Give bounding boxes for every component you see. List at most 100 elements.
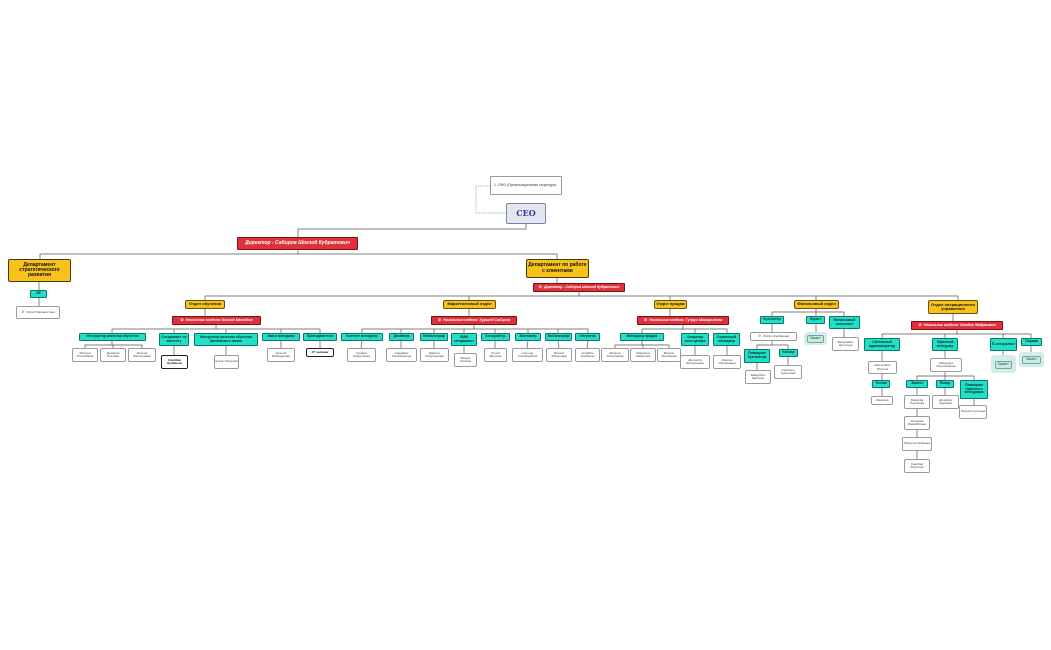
sales-role-service[interactable]: Сервисный менеджер xyxy=(713,333,740,346)
ops-employee[interactable]: Шахзиддин Юсупов xyxy=(868,361,897,374)
sales-role-callcenter[interactable]: Оператор колл-центра xyxy=(681,333,709,346)
pin-icon: ⊘ xyxy=(180,317,184,323)
operations-head[interactable]: ⊘Начальник отдела: Отабек Мадраимов xyxy=(911,321,1003,330)
strategy-employee[interactable]: ⊘Иский Машарипова xyxy=(16,306,60,319)
marketing-employee[interactable]: Шайхон Абдулхакова xyxy=(420,348,449,362)
finance-role-assistant-accountant[interactable]: Помощник бухгалтера xyxy=(744,349,770,363)
note-org-structure[interactable]: 1. ORG (Организационная структура) xyxy=(490,176,562,195)
ops-role-caretaker[interactable]: Завхоз xyxy=(906,380,928,388)
finance-employee[interactable]: Сабохат Турсунова xyxy=(774,365,802,379)
ceo-node[interactable]: CEO xyxy=(506,203,546,224)
dept-operations[interactable]: Отдел операционного управления xyxy=(928,300,978,314)
marketing-role[interactable]: Мобилограф xyxy=(545,333,572,341)
marketing-role[interactable]: SMM специалист xyxy=(451,333,477,346)
connector-line xyxy=(756,341,773,349)
sales-employee[interactable]: Дилшода Валиулаева xyxy=(680,355,710,369)
marketing-role[interactable]: Мобилограф xyxy=(420,333,448,341)
connector-line xyxy=(298,253,558,259)
training-role-content[interactable]: Специалист по контенту xyxy=(159,333,189,346)
ops-role-office-manager[interactable]: Офисный менеджер xyxy=(932,338,958,351)
training-employee[interactable]: Азиза Тахирова xyxy=(214,355,239,369)
finance-employee[interactable]: Бахромбек Арслонов xyxy=(832,337,859,351)
finance-employee[interactable]: Мамурбек Каримов xyxy=(745,370,771,384)
connector-line xyxy=(881,330,958,338)
ops-role-technician[interactable]: Техник xyxy=(872,380,890,388)
marketing-head[interactable]: ⊘Начальник отдела: Хуршед Сабиров xyxy=(431,316,517,325)
training-role-deputy[interactable]: Зам.и менеджер xyxy=(262,333,300,341)
ops-it-vacancy[interactable]: Вакант xyxy=(995,361,1012,369)
finance-role-cashier[interactable]: Кассир xyxy=(779,349,798,357)
dept-sales[interactable]: Отдел продаж xyxy=(654,300,687,309)
sales-role-manager[interactable]: Менеджер продаж xyxy=(620,333,664,341)
ops-employee[interactable]: Мамтура Касимдарова xyxy=(930,358,962,372)
finance-role-lawyer[interactable]: Юрист xyxy=(806,316,825,324)
marketing-role[interactable]: Дизайнер xyxy=(389,333,414,341)
marketing-role[interactable]: Оператор xyxy=(575,333,600,341)
dept-finance[interactable]: Финансовый отдел xyxy=(794,300,839,309)
ops-role-assistant-office-manager[interactable]: Помощник Офисного менеджера xyxy=(960,380,988,399)
dept-strategy[interactable]: Департамент стратегического развития xyxy=(8,259,71,282)
connector-line xyxy=(204,292,580,300)
sales-employee[interactable]: Хафиза Сандулаева xyxy=(713,355,741,369)
finance-head[interactable]: ⊘Юлдуз Курбанова xyxy=(750,332,797,341)
strategy-se-unit[interactable]: SE xyxy=(30,290,47,298)
ops-employee[interactable]: Насиба Султова xyxy=(959,405,987,419)
connector-line xyxy=(360,340,363,349)
sales-employee[interactable]: Маржона Камалова xyxy=(630,348,656,362)
sales-employee[interactable]: Малика Тохирбаева xyxy=(601,348,629,362)
training-role-teachers[interactable]: Преподаватели xyxy=(303,333,337,341)
finance-role-accountant[interactable]: Бухгалтер xyxy=(760,316,784,324)
training-employee[interactable]: Саидбек Курбанов xyxy=(161,355,188,369)
training-employee[interactable]: Дилфуза Рузиева xyxy=(100,348,126,362)
connector-line xyxy=(579,295,959,300)
connector-line xyxy=(39,250,299,259)
dept-marketing[interactable]: Маркетинговый отдел xyxy=(443,300,496,309)
marketing-employee[interactable]: Алишер Алимбердиев xyxy=(512,348,543,362)
dept-training[interactable]: Отдел обучения xyxy=(185,300,225,309)
connector-line xyxy=(526,340,529,349)
training-employee[interactable]: 27 человек xyxy=(306,348,334,357)
marketing-employee[interactable]: Севара Абдуллаева xyxy=(347,348,376,362)
connector-line xyxy=(297,224,527,237)
ops-employee[interactable]: Мавлуда Рахимова xyxy=(904,395,930,409)
connector-line xyxy=(771,309,817,316)
training-role-quality[interactable]: Инструктор качества обучения xyxy=(79,333,146,341)
director-node[interactable]: Директор - Сабиров Шохзод Кудратович xyxy=(237,237,358,250)
connector-line xyxy=(361,325,475,333)
dept-clients[interactable]: Департамент по работе с клиентами xyxy=(526,259,589,278)
marketing-employee[interactable]: Беккур Олимов xyxy=(454,353,477,367)
pin-icon: ⊘ xyxy=(538,284,542,290)
ops-employee[interactable]: Жавохир xyxy=(871,396,893,405)
marketing-employee[interactable]: Сарвабек Алимбердиев xyxy=(386,348,417,362)
clients-director[interactable]: ⊘Директор - Сабиров Шохзод Кудратович xyxy=(533,283,625,292)
training-role-english[interactable]: Инструктор качества обучения английского… xyxy=(194,333,258,346)
marketing-employee[interactable]: Лилия Ваисова xyxy=(484,348,507,362)
marketing-role[interactable]: Монтажер xyxy=(515,333,541,341)
ops-security-vacancy[interactable]: Вакант xyxy=(1022,356,1041,364)
training-head[interactable]: ⊘Начальник отдела: Бехзод Матябов xyxy=(172,316,261,325)
marketing-employee[interactable]: Бекзод Абдуллаев xyxy=(546,348,572,362)
ops-role-it[interactable]: IT-специалист xyxy=(990,338,1017,351)
ops-role-cook[interactable]: Повар xyxy=(936,380,954,388)
pin-icon: ⊘ xyxy=(643,317,648,323)
ops-employee[interactable]: Хонимим Ражаббоева xyxy=(904,416,930,430)
marketing-role[interactable]: Контент менеджер xyxy=(341,333,383,341)
connector-line xyxy=(557,340,560,349)
sales-head[interactable]: ⊘Начальник отдела: Гулрух Машарипова xyxy=(637,316,729,325)
sales-employee[interactable]: Феруза Матвеева xyxy=(657,348,681,362)
ops-employee[interactable]: Иброгим Бобоева xyxy=(902,437,932,451)
connector-line xyxy=(614,341,643,348)
ops-employee[interactable]: Дилфуза Жураева xyxy=(932,395,959,409)
training-employee[interactable]: Мохира Тохирбаева xyxy=(72,348,98,362)
training-employee[interactable]: Мухира Валиулаева xyxy=(128,348,156,362)
training-employee[interactable]: Гулшод Бабажанова xyxy=(267,348,295,362)
ops-role-security[interactable]: Охрана xyxy=(1021,338,1042,346)
ops-employee[interactable]: Санобар Юсупова xyxy=(904,459,930,473)
finance-role-economist[interactable]: Финансовый экономист xyxy=(829,316,860,329)
ops-role-sysadmin[interactable]: Системный администратор xyxy=(864,338,900,351)
marketing-employee[interactable]: Асадбек Курбанов xyxy=(575,348,600,362)
marketing-role[interactable]: Копирайтер xyxy=(481,333,510,341)
pin-icon: ⊘ xyxy=(918,322,922,328)
finance-vacancy[interactable]: Вакант xyxy=(807,335,824,343)
